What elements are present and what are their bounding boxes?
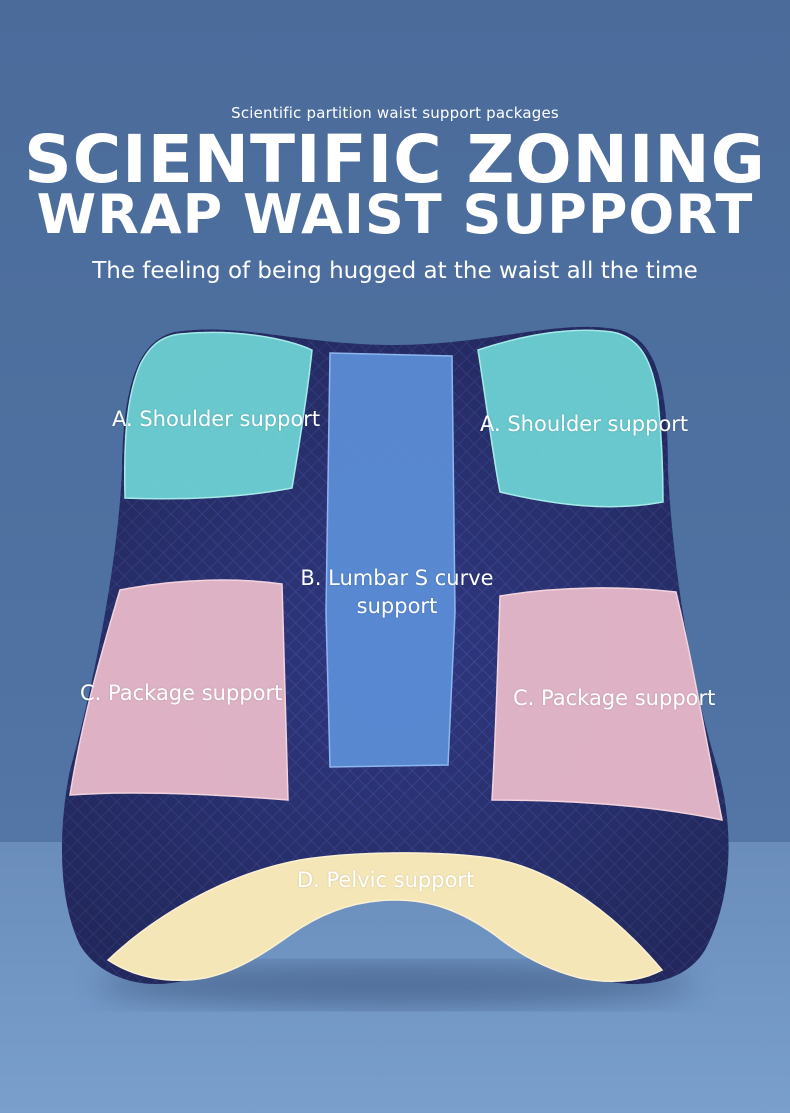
label-package-support-left: C. Package support: [80, 681, 283, 705]
shoulder-zone-right: [477, 329, 664, 508]
label-shoulder-support-right: A. Shoulder support: [480, 412, 689, 436]
package-zone-left: [69, 579, 289, 801]
main-title-line1: SCIENTIFIC ZONING: [24, 121, 766, 198]
main-title-line2: WRAP WAIST SUPPORT: [36, 183, 754, 246]
lumbar-zone: [325, 352, 456, 768]
pelvic-zone: [106, 852, 664, 982]
shoulder-zone-left: [123, 331, 313, 500]
label-shoulder-support-left: A. Shoulder support: [112, 407, 321, 431]
cushion-shadow: [95, 963, 695, 1007]
package-zone-right: [491, 587, 723, 821]
tagline: Scientific partition waist support packa…: [231, 104, 559, 122]
label-pelvic-support: D. Pelvic support: [297, 868, 475, 892]
label-package-support-right: C. Package support: [513, 686, 716, 710]
subtitle: The feeling of being hugged at the waist…: [92, 258, 698, 284]
label-lumbar-support: B. Lumbar S curve support: [300, 566, 494, 618]
